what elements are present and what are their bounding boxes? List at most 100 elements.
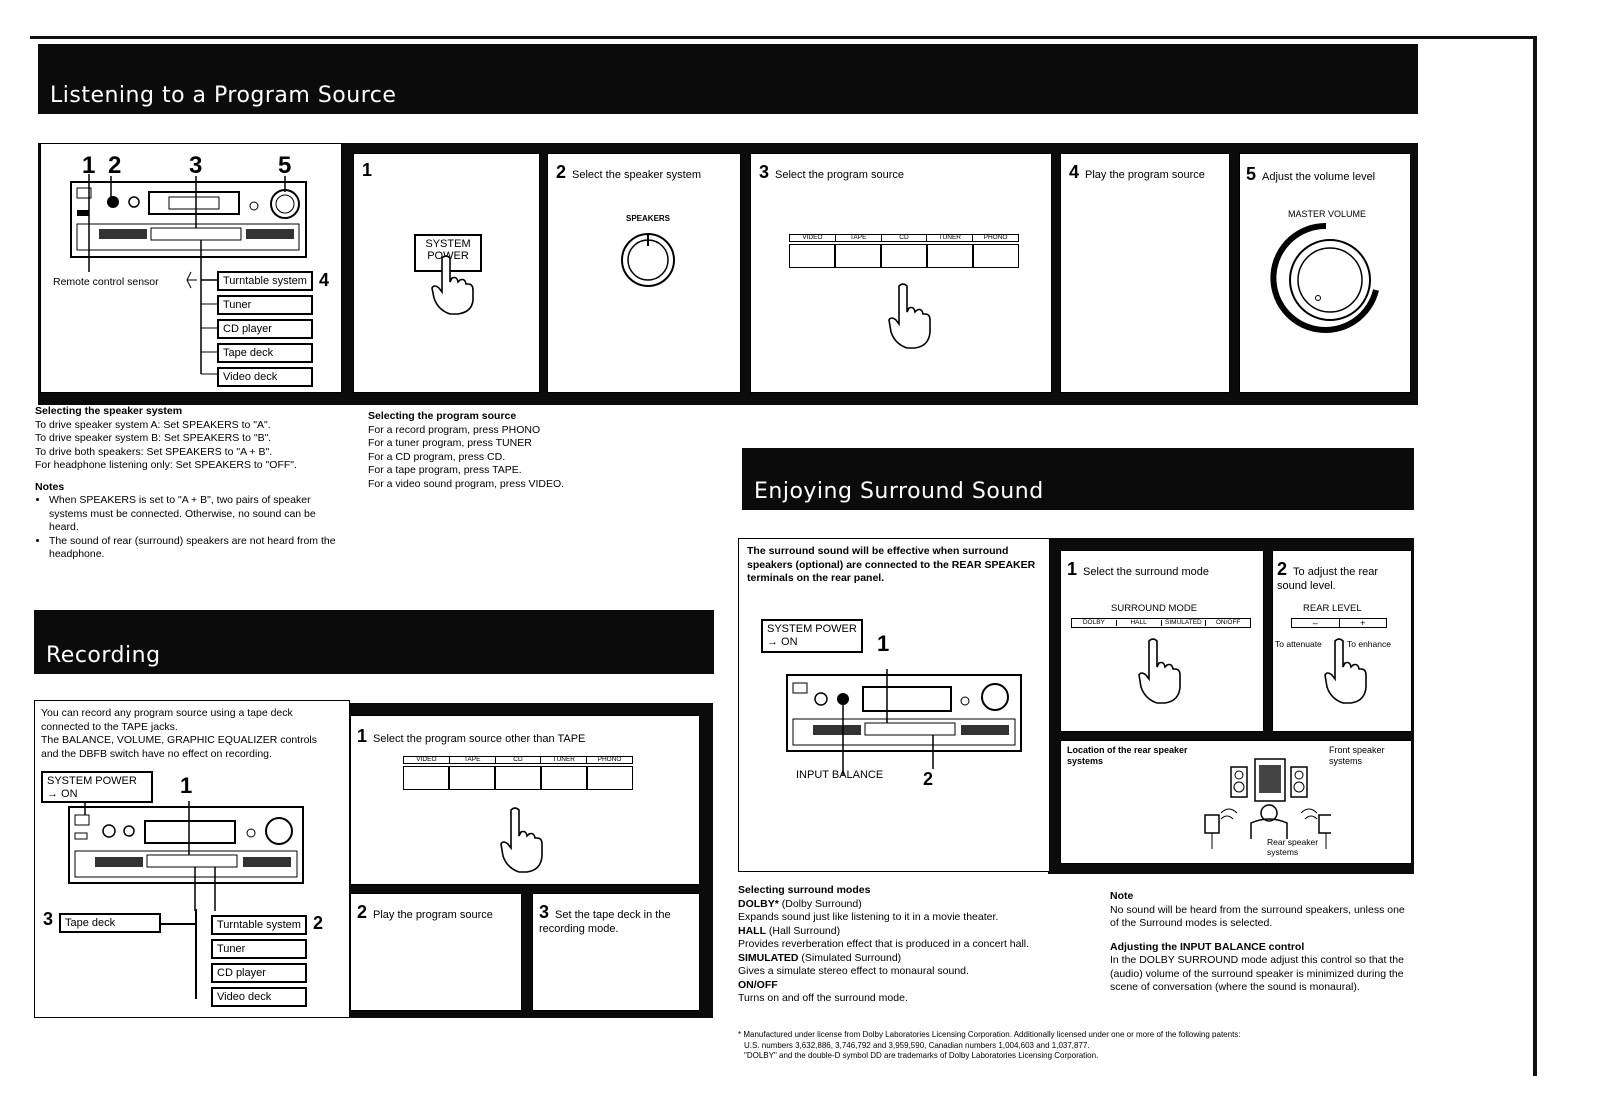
recording-title: Recording	[46, 643, 161, 668]
listening-title: Listening to a Program Source	[50, 83, 397, 108]
rec-component-turntable: Turntable system	[211, 915, 307, 935]
mode-button-simulated[interactable]: SIMULATED	[1162, 619, 1207, 626]
step-4-label: Play the program source	[1085, 169, 1205, 181]
input-balance-label: INPUT BALANCE	[796, 769, 884, 781]
hand-press-icon	[1138, 638, 1181, 704]
rear-speakers-label: Rear speaker systems	[1267, 837, 1319, 857]
component-turntable: Turntable system	[217, 271, 313, 291]
mode-button-onoff[interactable]: ON/OFF	[1215, 619, 1241, 626]
surround-banner: Enjoying Surround Sound	[742, 448, 1414, 510]
rear-level-plus[interactable]: +	[1360, 618, 1366, 628]
source-button-tape[interactable]	[835, 244, 881, 268]
rec-step-1-label: Select the program source other than TAP…	[373, 733, 586, 745]
rec-component-cd: CD player	[211, 963, 307, 983]
callout-2: 2	[108, 152, 122, 179]
top-rule	[30, 36, 1535, 39]
component-cd: CD player	[217, 319, 313, 339]
recording-receiver-diagram	[68, 801, 304, 911]
callout-1: 1	[82, 152, 96, 179]
rec-callout-3: 3	[43, 909, 54, 929]
rec-step-3-label: Set the tape deck in the recording mode.	[539, 909, 671, 935]
component-tape: Tape deck	[217, 343, 313, 363]
surround-note-text: Note No sound will be heard from the sur…	[1110, 890, 1405, 993]
surround-modes-text: Selecting surround modes DOLBY* (Dolby S…	[738, 884, 1030, 1004]
callout-4: 4	[319, 270, 330, 290]
program-source-text: Selecting the program source For a recor…	[368, 410, 565, 490]
hand-press-icon	[500, 807, 543, 873]
enhance-label: To enhance	[1347, 639, 1391, 649]
surround-receiver-diagram	[786, 669, 1022, 775]
surround-intro: The surround sound will be effective whe…	[747, 545, 1036, 584]
sur-step-1-label: Select the surround mode	[1083, 566, 1209, 578]
rec-callout-2: 2	[313, 913, 324, 933]
mode-button-hall[interactable]: HALL	[1117, 619, 1162, 626]
speaker-heading: Selecting the speaker system	[35, 405, 183, 417]
step-2-label: Select the speaker system	[572, 169, 702, 181]
master-volume-knob-icon[interactable]	[1266, 220, 1386, 340]
sur-callout-1: 1	[877, 631, 890, 656]
modes-heading: Selecting surround modes	[738, 884, 871, 896]
note-heading: Note	[1110, 890, 1134, 902]
rec-source-button-tuner[interactable]	[541, 766, 587, 790]
recording-banner: Recording	[34, 610, 714, 674]
surround-diagram-panel: The surround sound will be effective whe…	[738, 538, 1050, 872]
receiver-diagram	[70, 174, 307, 375]
source-button-video[interactable]	[789, 244, 835, 268]
rec-source-button-phono[interactable]	[587, 766, 633, 790]
receiver-diagram-panel: 1 2 3 5 Remote control sensor Turntable …	[40, 143, 342, 393]
component-video: Video deck	[217, 367, 313, 387]
rear-level-buttons: – +	[1291, 618, 1387, 628]
speakers-label: SPEAKERS	[626, 214, 671, 223]
hand-press-icon	[1324, 638, 1367, 704]
rec-component-tuner: Tuner	[211, 939, 307, 959]
speaker-layout-diagram	[1204, 758, 1331, 849]
source-button-phono[interactable]	[973, 244, 1019, 268]
speakers-knob-icon[interactable]	[616, 226, 680, 290]
callout-3: 3	[189, 152, 203, 179]
recording-intro: You can record any program source using …	[41, 707, 317, 760]
source-button-cd[interactable]	[881, 244, 927, 268]
recording-diagram-panel: You can record any program source using …	[34, 700, 350, 1018]
right-rule	[1533, 36, 1537, 1076]
attenuate-label: To attenuate	[1275, 639, 1322, 649]
front-speakers-label: Front speaker systems	[1329, 745, 1385, 766]
balance-heading: Adjusting the INPUT BALANCE control	[1110, 940, 1305, 953]
sur-step-2-label: To adjust the rear sound level.	[1277, 566, 1379, 592]
master-volume-label: MASTER VOLUME	[1288, 209, 1367, 219]
callout-5: 5	[278, 152, 292, 179]
listening-banner: Listening to a Program Source	[38, 44, 1418, 114]
notes-heading: Notes	[35, 480, 65, 493]
surround-mode-label: SURROUND MODE	[1111, 603, 1198, 614]
rec-callout-1: 1	[180, 773, 193, 798]
listening-step-1: 1 SYSTEM POWER	[353, 153, 540, 393]
remote-sensor-label: Remote control sensor	[53, 276, 159, 288]
recording-system-power: SYSTEM POWER→ ON	[41, 771, 153, 803]
rec-source-button-video[interactable]	[403, 766, 449, 790]
step-5-label: Adjust the volume level	[1262, 171, 1376, 183]
rear-level-minus[interactable]: –	[1292, 619, 1340, 628]
location-heading: Location of the rear speaker systems	[1067, 745, 1188, 766]
component-tuner: Tuner	[217, 295, 313, 315]
rec-step-2-label: Play the program source	[373, 909, 493, 921]
source-button-tuner[interactable]	[927, 244, 973, 268]
surround-system-power: SYSTEM POWER→ ON	[761, 619, 863, 653]
mode-button-dolby[interactable]: DOLBY	[1072, 619, 1117, 626]
rec-source-button-cd[interactable]	[495, 766, 541, 790]
surround-title: Enjoying Surround Sound	[754, 479, 1044, 504]
rec-source-button-tape[interactable]	[449, 766, 495, 790]
rec-component-video: Video deck	[211, 987, 307, 1007]
speaker-location-panel: Location of the rear speaker systems Fro…	[1060, 740, 1412, 864]
source-heading: Selecting the program source	[368, 410, 517, 422]
